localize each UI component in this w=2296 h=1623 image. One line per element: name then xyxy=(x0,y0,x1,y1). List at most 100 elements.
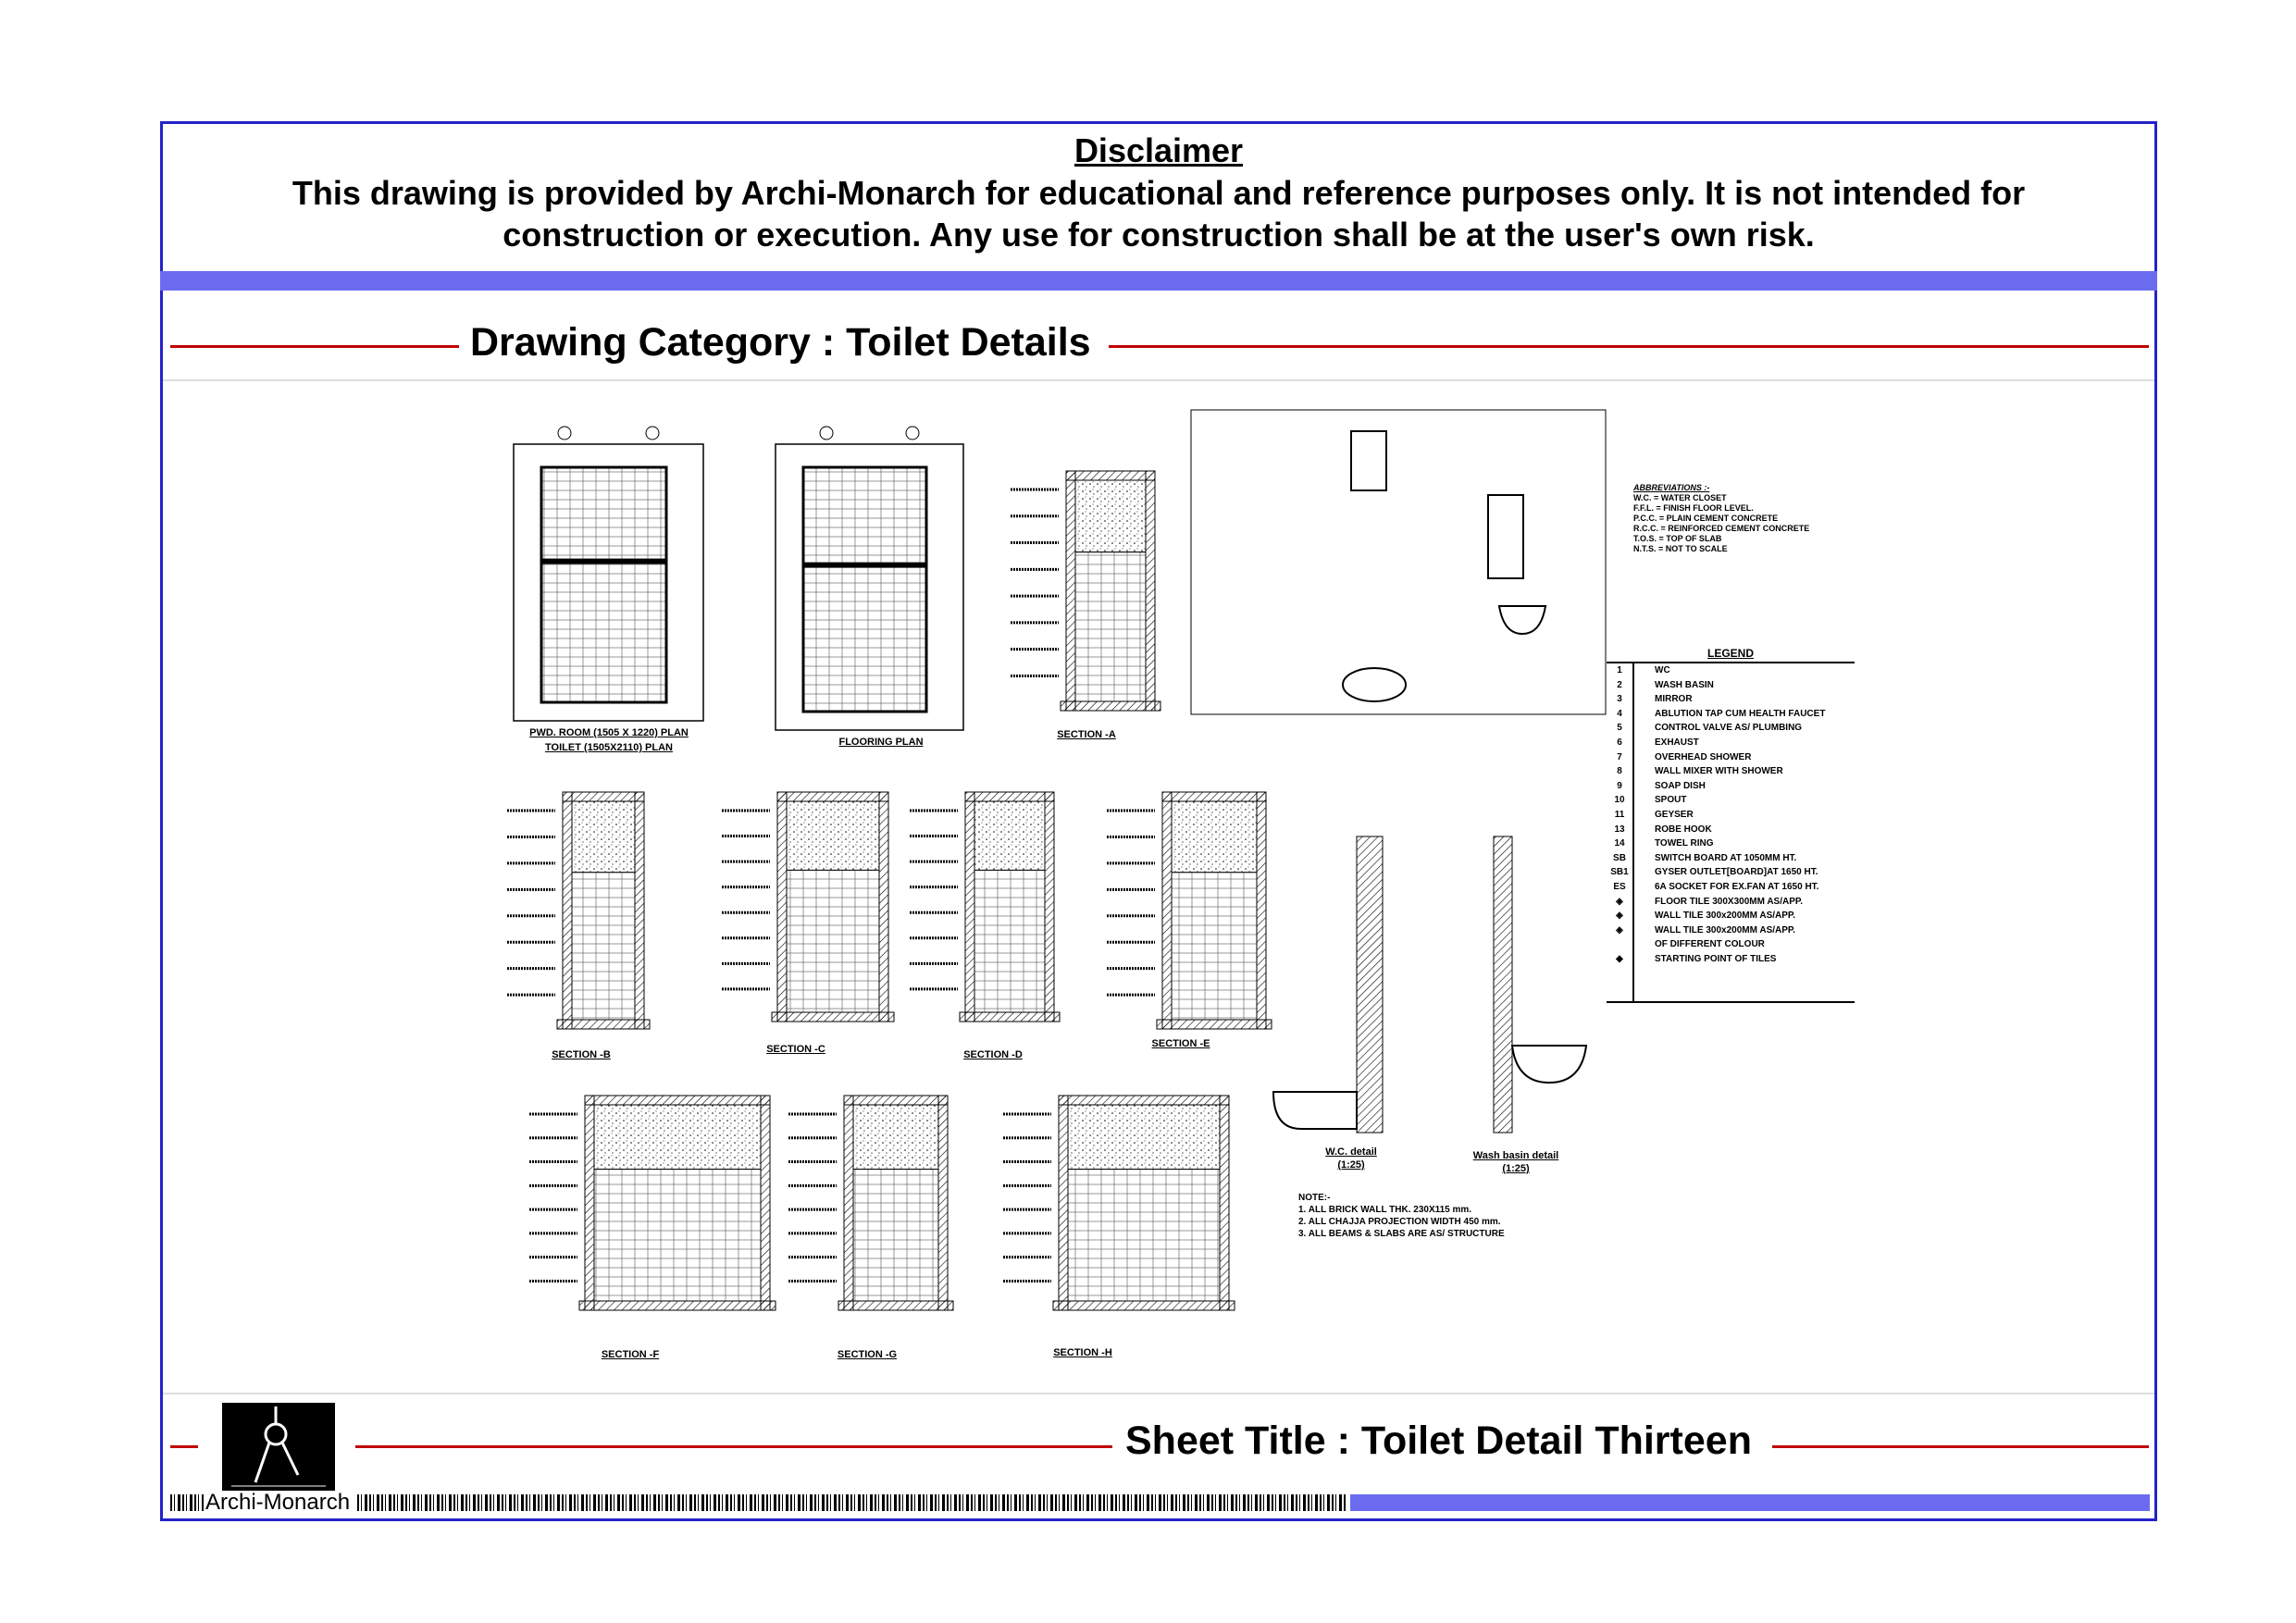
section-d-slab xyxy=(974,800,1046,871)
section-g-wall xyxy=(843,1095,854,1311)
section-e-wall xyxy=(1256,791,1267,1030)
notes: NOTE:- 1. ALL BRICK WALL THK. 230X115 mm… xyxy=(1298,1192,1505,1240)
grid-bubble xyxy=(819,426,834,440)
legend-item: ◈WALL TILE 300x200MM AS/APP. xyxy=(1607,909,1855,923)
section-a-wall xyxy=(1065,470,1076,712)
legend-label: CONTROL VALVE AS/ PLUMBING xyxy=(1655,723,1803,734)
abbreviations-title: ABBREVIATIONS :- xyxy=(1633,483,1710,492)
section-b-floor xyxy=(556,1019,651,1030)
section-h-slab-edge xyxy=(1058,1095,1230,1106)
section-a-slab xyxy=(1074,479,1147,553)
legend-bottom-rule xyxy=(1607,1001,1855,1004)
plan1-border xyxy=(513,443,704,722)
legend-item: 8 WALL MIXER WITH SHOWER xyxy=(1607,764,1855,779)
band-divider xyxy=(160,271,2157,291)
legend-label: SWITCH BOARD AT 1050MM HT. xyxy=(1655,852,1797,863)
legend-item: 13 ROBE HOOK xyxy=(1607,822,1855,837)
section-e-slab xyxy=(1171,800,1258,873)
legend-label: MIRROR xyxy=(1655,694,1693,705)
legend-label: SOAP DISH xyxy=(1655,780,1706,791)
legend-key: ES xyxy=(1607,879,1634,895)
wb-detail-scale: (1:25) xyxy=(1502,1163,1530,1174)
section-d-title: SECTION -D xyxy=(963,1049,1023,1060)
legend-key: 13 xyxy=(1607,822,1634,837)
wc-detail-title: W.C. detail xyxy=(1325,1146,1377,1158)
legend-label: OVERHEAD SHOWER xyxy=(1655,751,1752,762)
section-h-floor xyxy=(1052,1300,1235,1311)
section-a-floor xyxy=(1060,700,1161,712)
section-c-tiles xyxy=(786,869,880,1013)
wb-detail-wall xyxy=(1493,836,1513,1134)
section-f-slab-edge xyxy=(584,1095,771,1106)
legend-key: 5 xyxy=(1607,721,1634,736)
legend-label: WALL MIXER WITH SHOWER xyxy=(1655,766,1783,777)
note: 3. ALL BEAMS & SLABS ARE AS/ STRUCTURE xyxy=(1298,1229,1505,1239)
legend-item: 5 CONTROL VALVE AS/ PLUMBING xyxy=(1607,721,1855,736)
section-b-wall xyxy=(562,791,573,1030)
abbreviation: F.F.L. = FINISH FLOOR LEVEL. xyxy=(1633,503,1754,513)
legend-label: SPOUT xyxy=(1655,795,1687,806)
brand-name: Archi-Monarch xyxy=(205,1490,351,1515)
section-f-floor xyxy=(578,1300,776,1311)
note: 2. ALL CHAJJA PROJECTION WIDTH 450 mm. xyxy=(1298,1217,1501,1227)
wc xyxy=(1342,667,1407,702)
disclaimer-title: Disclaimer xyxy=(1074,131,1244,169)
section-d-wall xyxy=(1044,791,1055,1022)
sheet-frame xyxy=(160,121,2157,1521)
abbreviation: R.C.C. = REINFORCED CEMENT CONCRETE xyxy=(1633,524,1810,533)
legend-key: SB1 xyxy=(1607,865,1634,880)
section-g-slab-edge xyxy=(843,1095,949,1106)
legend-item: OF DIFFERENT COLOUR xyxy=(1607,937,1855,952)
section-b-wall xyxy=(634,791,645,1030)
legend-label: WALL TILE 300x200MM AS/APP. xyxy=(1655,911,1796,922)
section-f-tiles xyxy=(593,1169,762,1302)
legend-label: WASH BASIN xyxy=(1655,679,1714,690)
section-d-tiles xyxy=(974,869,1046,1013)
legend-label: FLOOR TILE 300X300MM AS/APP. xyxy=(1655,896,1804,907)
legend-label: 6A SOCKET FOR EX.FAN AT 1650 HT. xyxy=(1655,881,1819,892)
legend-item: ES 6A SOCKET FOR EX.FAN AT 1650 HT. xyxy=(1607,879,1855,895)
section-h-wall xyxy=(1058,1095,1069,1311)
legend-key: 6 xyxy=(1607,735,1634,750)
notes-title: NOTE:- xyxy=(1298,1193,1331,1203)
section-a-wall xyxy=(1145,470,1156,712)
legend-key: ◈ xyxy=(1607,894,1634,910)
legend-key: 9 xyxy=(1607,778,1634,794)
legend-key xyxy=(1607,937,1634,952)
geyser xyxy=(1350,430,1387,491)
section-b-title: SECTION -B xyxy=(552,1049,611,1060)
wb-detail-basin xyxy=(1510,1045,1588,1084)
section-d-slab-edge xyxy=(964,791,1055,802)
section-c-slab-edge xyxy=(776,791,889,802)
section-f-title: SECTION -F xyxy=(601,1349,660,1360)
legend-item: ◈ FLOOR TILE 300X300MM AS/APP. xyxy=(1607,894,1855,910)
legend-item: ◆STARTING POINT OF TILES xyxy=(1607,951,1855,967)
divider xyxy=(163,1393,2154,1394)
section-f-wall xyxy=(584,1095,595,1311)
legend-key: 8 xyxy=(1607,764,1634,779)
section-f-slab xyxy=(593,1104,762,1171)
legend-key: 3 xyxy=(1607,692,1634,707)
barcode-strip xyxy=(357,1494,1346,1511)
grid-bubble xyxy=(645,426,660,440)
section-h-tiles xyxy=(1067,1169,1221,1302)
legend-label: ROBE HOOK xyxy=(1655,824,1712,835)
section-c-title: SECTION -C xyxy=(766,1044,825,1055)
section-g-floor xyxy=(838,1300,954,1311)
section-g-tiles xyxy=(852,1169,939,1302)
mirror xyxy=(1487,494,1524,579)
section-g-wall xyxy=(937,1095,949,1311)
section-e-wall xyxy=(1161,791,1173,1030)
rule-left xyxy=(170,1445,198,1448)
legend-label: STARTING POINT OF TILES xyxy=(1655,953,1777,964)
grid-bubble xyxy=(905,426,920,440)
abbreviation: W.C. = WATER CLOSET xyxy=(1633,493,1727,502)
section-b-slab-edge xyxy=(562,791,645,802)
rule-right xyxy=(1109,345,2149,348)
